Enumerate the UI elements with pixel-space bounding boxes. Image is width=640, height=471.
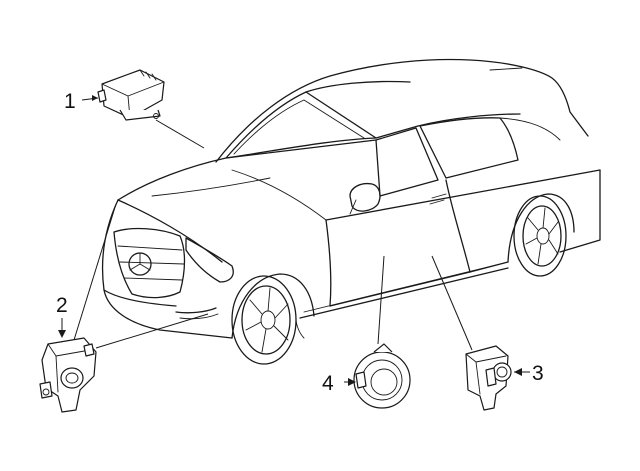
car-illustration [101, 58, 601, 365]
callout-2-label: 2 [56, 294, 68, 317]
leader-part-4 [377, 255, 385, 345]
leader-part-2a [73, 203, 117, 341]
callout-1-label: 1 [64, 90, 76, 113]
part-1-control-module: 1 [64, 69, 165, 121]
arrow-icon [58, 330, 66, 338]
callout-3-label: 3 [532, 362, 544, 385]
leader-part-3 [431, 255, 473, 351]
callout-4-label: 4 [322, 372, 334, 395]
leader-part-1 [155, 119, 205, 149]
part-3-side-sensor: 3 [465, 345, 544, 411]
arrow-icon [348, 378, 356, 386]
arrow-icon [514, 368, 522, 376]
part-4-door-sensor: 4 [322, 343, 411, 409]
leader-part-2b [95, 313, 209, 349]
arrow-icon [92, 95, 98, 101]
leader-lines [73, 119, 473, 351]
part-2-impact-sensor: 2 [39, 294, 97, 413]
